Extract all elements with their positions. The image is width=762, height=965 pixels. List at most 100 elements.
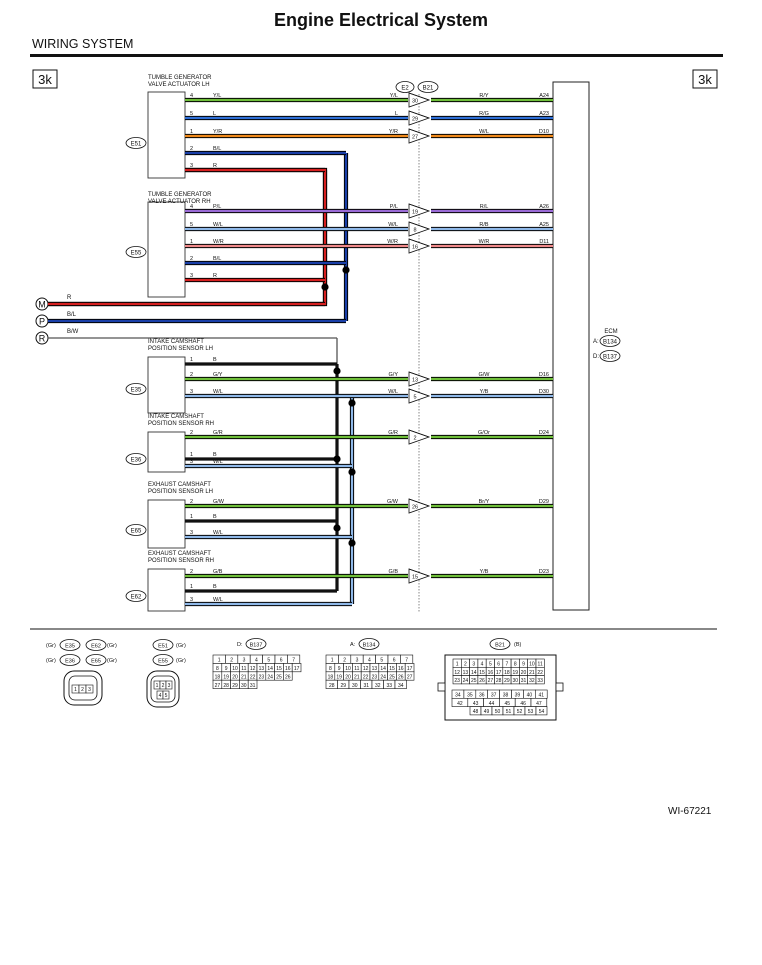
component-id-oval bbox=[125, 383, 147, 395]
wire-color-label: Y/B bbox=[480, 569, 489, 575]
conn-b21-pin: 2 bbox=[464, 662, 467, 668]
pin-number: 2 bbox=[190, 499, 193, 505]
conn-d-pin: 2 bbox=[230, 658, 233, 664]
conn-a-pin: 23 bbox=[372, 674, 378, 680]
conn-a-pin: 9 bbox=[338, 666, 341, 672]
wire-color-label: B/L bbox=[213, 146, 221, 152]
component-box bbox=[147, 201, 186, 298]
wire-color-label: G/W bbox=[387, 499, 399, 505]
conn-b21-pin: 35 bbox=[467, 693, 473, 699]
wire-color-label: W/L bbox=[213, 530, 223, 536]
component-id: E55 bbox=[131, 250, 142, 256]
inline-pin-number: 5 bbox=[413, 395, 416, 401]
bus-red-outline bbox=[48, 167, 328, 307]
pin-number: 1 bbox=[190, 239, 193, 245]
conn-a-pin: 7 bbox=[405, 658, 408, 664]
pin-number: 2 bbox=[190, 256, 193, 262]
conn-a-pin: 2 bbox=[343, 658, 346, 664]
conn-b21-pin: 15 bbox=[479, 670, 485, 676]
conn-b21-pin: 16 bbox=[488, 670, 494, 676]
inline-connector-edge bbox=[408, 92, 430, 101]
conn-a-pin: 27 bbox=[407, 674, 413, 680]
conn-b21-pin: 7 bbox=[506, 662, 509, 668]
wire-color-label: Y/R bbox=[389, 129, 398, 135]
connector-id-oval bbox=[358, 638, 380, 650]
wire-color-label: Br/Y bbox=[479, 499, 490, 505]
conn-d-pin: 18 bbox=[215, 674, 221, 680]
connector-color: (Gr) bbox=[46, 658, 56, 664]
wire-color-label: B bbox=[213, 584, 217, 590]
wire-color-label: B bbox=[213, 514, 217, 520]
conn-d-pin: 10 bbox=[232, 666, 238, 672]
ref-tag-label: 3k bbox=[698, 72, 712, 87]
pin-number: 1 bbox=[190, 584, 193, 590]
conn-a-pin: 14 bbox=[380, 666, 386, 672]
conn-a-pin: 31 bbox=[363, 683, 369, 689]
conn-a-pin: 19 bbox=[336, 674, 342, 680]
conn-b21-pin: 23 bbox=[454, 678, 460, 684]
component-title-line1: TUMBLE GENERATOR bbox=[148, 192, 212, 198]
wire-color-label: W/R bbox=[479, 239, 490, 245]
component-title-line1: INTAKE CAMSHAFT bbox=[148, 339, 204, 345]
conn-d-pin: 12 bbox=[250, 666, 256, 672]
component-title-line2: POSITION SENSOR RH bbox=[148, 421, 214, 427]
conn-b21-pin: 26 bbox=[479, 678, 485, 684]
connector-prefix: A: bbox=[350, 642, 356, 648]
ecm-pin-label: A23 bbox=[539, 111, 549, 117]
group1-pin: 3 bbox=[88, 687, 91, 693]
conn-b21-pin: 50 bbox=[495, 709, 501, 715]
component-box bbox=[147, 431, 186, 473]
wire-color-label: G/R bbox=[213, 430, 223, 436]
connector-id-oval bbox=[489, 638, 511, 650]
ecm-pin-label: D30 bbox=[539, 389, 549, 395]
conn-d-pin: 21 bbox=[241, 674, 247, 680]
connector-id-oval bbox=[152, 639, 174, 651]
conn-d-pin: 27 bbox=[215, 683, 221, 689]
wire-color-label: B bbox=[213, 357, 217, 363]
ecm-conn-d-oval bbox=[599, 350, 621, 362]
conn-b21-pin: 24 bbox=[463, 678, 469, 684]
conn-b21-pin: 12 bbox=[454, 670, 460, 676]
wire-color-label: R/G bbox=[479, 111, 489, 117]
component-title-line2: POSITION SENSOR LH bbox=[148, 489, 213, 495]
ecm-box bbox=[552, 81, 590, 611]
conn-b21-pin: 22 bbox=[537, 670, 543, 676]
inline-left-id: E2 bbox=[401, 86, 409, 92]
conn-a-pin: 33 bbox=[386, 683, 392, 689]
inline-right-oval bbox=[417, 81, 439, 93]
component-id-oval bbox=[125, 246, 147, 258]
connector-id: B21 bbox=[495, 642, 505, 648]
wire-color-label: G/B bbox=[389, 569, 399, 575]
component-title-line1: INTAKE CAMSHAFT bbox=[148, 414, 204, 420]
wire-color-label: R/L bbox=[480, 204, 489, 210]
wire-color-label: G/Y bbox=[389, 372, 399, 378]
inline-pin-number: 16 bbox=[412, 245, 418, 251]
conn-d-pin: 3 bbox=[243, 658, 246, 664]
ecm-pin-label: D23 bbox=[539, 569, 549, 575]
ecm-pin-label: D29 bbox=[539, 499, 549, 505]
inline-connector-edge bbox=[408, 568, 430, 577]
component-id: E36 bbox=[131, 457, 142, 463]
conn-d-pin: 24 bbox=[267, 674, 273, 680]
conn-a-pin: 1 bbox=[331, 658, 334, 664]
inline-right-id: B21 bbox=[423, 86, 434, 92]
conn-b21-pin: 19 bbox=[512, 670, 518, 676]
conn-b21-pin: 25 bbox=[471, 678, 477, 684]
conn-b21-pin: 40 bbox=[527, 693, 533, 699]
conn-b21-pin: 48 bbox=[473, 709, 479, 715]
ecm-pin-label: D16 bbox=[539, 372, 549, 378]
group2-pin: 3 bbox=[168, 683, 171, 689]
connector-id: E36 bbox=[65, 658, 75, 664]
connector-id-oval bbox=[152, 654, 174, 666]
conn-d-pin: 17 bbox=[294, 666, 300, 672]
ref-tag-label: 3k bbox=[38, 72, 52, 87]
conn-a-pin: 17 bbox=[407, 666, 413, 672]
ecm-label: ECM bbox=[604, 329, 617, 335]
conn-a-cell bbox=[394, 679, 407, 689]
conn-a-pin: 18 bbox=[328, 674, 334, 680]
wire-color-label: W/L bbox=[213, 222, 223, 228]
wire-color-label: G/Or bbox=[478, 430, 490, 436]
conn-a-pin: 13 bbox=[372, 666, 378, 672]
conn-b21-pin: 47 bbox=[536, 701, 542, 707]
